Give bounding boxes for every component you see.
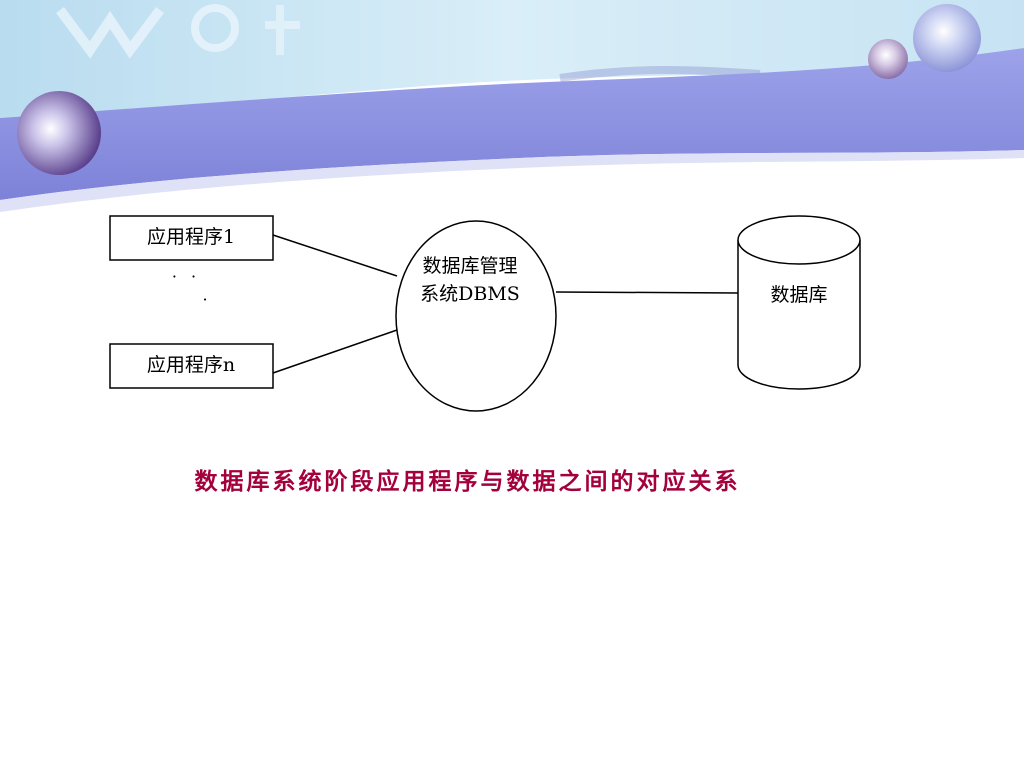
database-cylinder-body bbox=[737, 240, 861, 390]
dbms-label-line1: 数据库管理 bbox=[422, 255, 517, 277]
header-decoration bbox=[0, 0, 1024, 212]
connector-app1-to-dbms bbox=[272, 234, 398, 277]
ellipsis-dots: ·· bbox=[172, 267, 210, 286]
dbms-node: 数据库管理 系统DBMS bbox=[395, 220, 557, 412]
app-first-box-border bbox=[109, 215, 274, 261]
diagram-caption: 数据库系统阶段应用程序与数据之间的对应关系 bbox=[194, 468, 741, 495]
connector-appn-to-dbms bbox=[272, 329, 398, 374]
dbms-ellipse bbox=[395, 220, 557, 412]
ellipsis-dot-lower: · bbox=[202, 290, 207, 309]
dbms-label-line2: 系统DBMS bbox=[420, 283, 520, 305]
connector-dbms-to-database bbox=[555, 291, 739, 294]
app-last-label: 应用程序n bbox=[147, 354, 235, 376]
database-cylinder: 数据库 bbox=[737, 215, 861, 390]
app-last-box: 应用程序n bbox=[109, 343, 274, 389]
app-last-box-border bbox=[109, 343, 274, 389]
database-label: 数据库 bbox=[770, 284, 827, 306]
app-first-box: 应用程序1 bbox=[109, 215, 274, 261]
database-cylinder-top bbox=[737, 215, 861, 265]
app-first-label: 应用程序1 bbox=[147, 226, 235, 248]
